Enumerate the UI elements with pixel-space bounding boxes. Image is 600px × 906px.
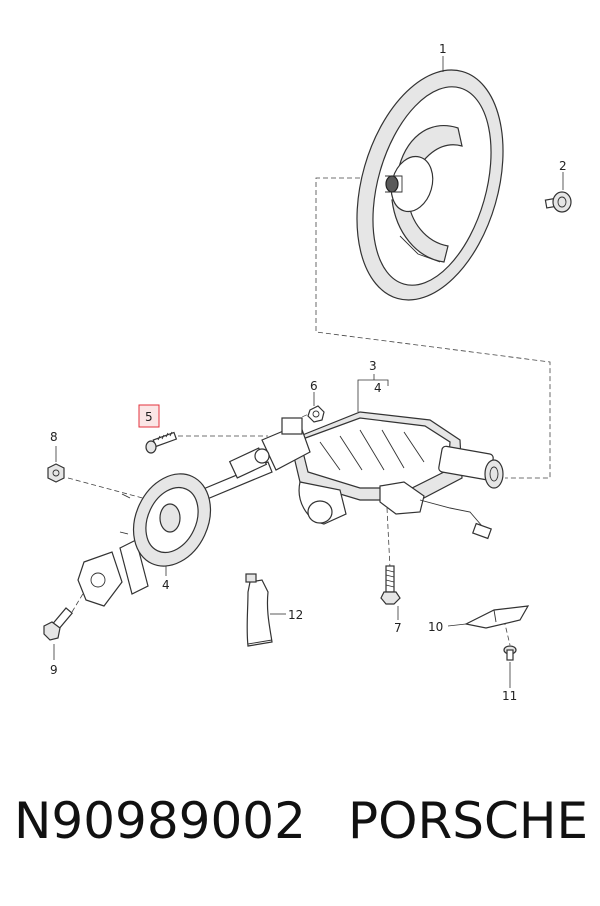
grease-tube-part-12 — [245, 573, 273, 647]
bolt-part-2 — [544, 191, 572, 213]
intermediate-shaft — [77, 447, 273, 607]
nut-part-8 — [47, 463, 65, 483]
callout-8: 8 — [50, 430, 58, 444]
callout-12: 12 — [288, 608, 303, 622]
brand-name: PORSCHE — [348, 792, 589, 850]
screw-part-11 — [503, 645, 517, 661]
callout-2: 2 — [559, 159, 567, 173]
steering-column-diagram: 1 2 3 4 4 5 6 7 8 9 10 11 12 — [43, 42, 572, 703]
callout-5: 5 — [145, 410, 153, 424]
callout-1: 1 — [439, 42, 447, 56]
callout-3-sub-4: 4 — [374, 381, 382, 395]
bearing-flange-part-4 — [119, 473, 212, 567]
callout-4: 4 — [162, 578, 170, 592]
steering-wheel — [356, 69, 504, 301]
callout-labels: 1 2 3 4 4 5 6 7 8 9 10 11 12 — [50, 42, 567, 703]
nut-part-6 — [307, 405, 325, 423]
callout-9: 9 — [50, 663, 58, 677]
bracket-part-10 — [464, 605, 530, 629]
callout-10: 10 — [428, 620, 443, 634]
bolt-part-9 — [43, 607, 73, 641]
footer: N90989002 PORSCHE — [0, 792, 600, 872]
leader-lines — [53, 56, 564, 688]
callout-11: 11 — [502, 689, 517, 703]
callout-3: 3 — [369, 359, 377, 373]
highlight-box-part-5 — [138, 404, 160, 428]
bolt-part-7 — [380, 565, 401, 605]
callout-7: 7 — [394, 621, 402, 635]
bolt-part-5 — [145, 431, 178, 454]
steering-column-assembly — [261, 411, 504, 540]
part-number: N90989002 — [14, 792, 306, 850]
callout-6: 6 — [310, 379, 318, 393]
